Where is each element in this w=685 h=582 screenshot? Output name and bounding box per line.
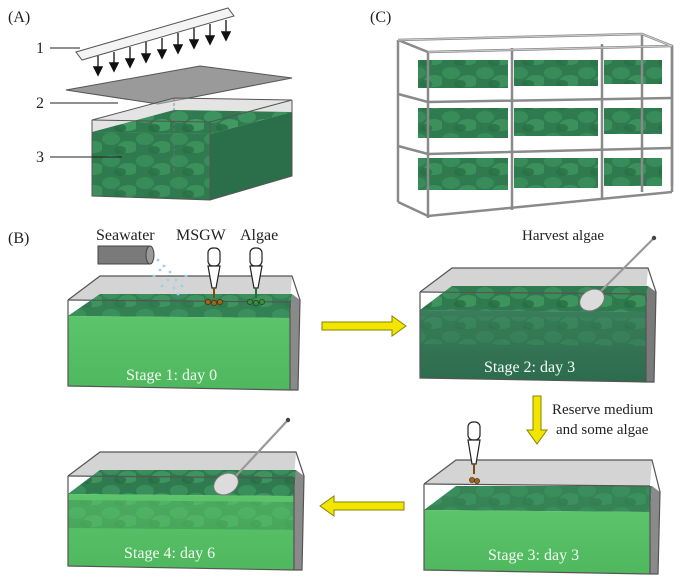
harvest-label: Harvest algae [522,228,604,244]
light-tube [75,7,235,61]
rack [396,32,674,218]
part-leaders [50,47,122,158]
harvest-net [579,235,657,312]
panel-label-a: (A) [8,9,30,26]
tank-stage-3 [423,459,661,575]
tank-a [91,97,293,201]
tank-stage-4 [67,451,305,571]
panel-label-b: (B) [8,230,29,247]
seawater-pipe [97,245,188,296]
stage-4-label: Stage 4: day 6 [124,545,215,562]
light-arrows [92,20,232,77]
part-label-2: 2 [36,95,44,112]
reserve-label-line-2: and some algae [556,422,649,438]
tank-lid [65,65,293,105]
arrow-stage-3-to-4 [319,495,405,517]
seawater-label: Seawater [96,227,155,244]
stage-2-label: Stage 2: day 3 [484,359,575,376]
reserve-pipette [467,421,481,484]
stage-1-label: Stage 1: day 0 [126,367,217,384]
reserve-label-line-1: Reserve medium [552,402,654,418]
msgw-label: MSGW [176,227,227,244]
panel-label-c: (C) [370,9,391,26]
arrow-stage-2-to-3 [526,395,548,445]
arrow-stage-1-to-2 [321,315,407,337]
stage-3-label: Stage 3: day 3 [488,547,579,564]
algae-pipette [247,247,265,306]
part-label-3: 3 [36,149,44,166]
msgw-pipette [205,247,223,306]
stage-4-net [213,417,291,496]
part-label-1: 1 [36,40,44,57]
tank-stage-1 [67,275,301,391]
algae-label: Algae [240,227,278,244]
